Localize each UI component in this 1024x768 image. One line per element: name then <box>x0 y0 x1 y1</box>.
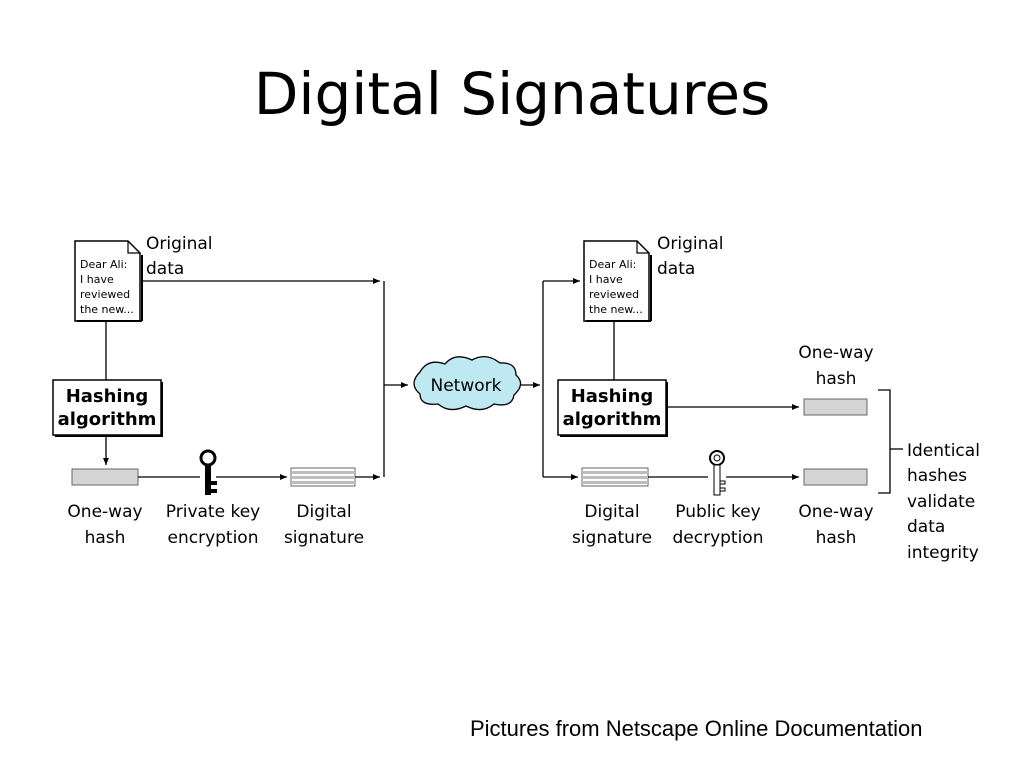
identical-note-line: data <box>907 517 945 537</box>
one-way-hash-label: One-way <box>798 343 873 363</box>
public-key-decryption-label: decryption <box>672 528 763 548</box>
original-data-label: Original <box>657 234 724 254</box>
one-way-hash-label: hash <box>816 369 857 389</box>
original-data-label: data <box>657 259 695 279</box>
identical-note-line: integrity <box>907 543 979 563</box>
left-hashing-algorithm-box: Hashing algorithm <box>52 379 163 437</box>
right-digital-signature-bar <box>581 467 649 487</box>
one-way-hash-label: hash <box>816 528 857 548</box>
identical-note-line: Identical <box>907 441 980 461</box>
one-way-hash-label: One-way <box>67 502 142 522</box>
doc-line: Dear Ali: <box>80 258 127 271</box>
left-digital-signature-bar <box>290 467 356 487</box>
hashing-label: Hashing <box>571 386 654 407</box>
digital-signature-label: signature <box>572 528 652 548</box>
network-label: Network <box>431 376 502 396</box>
comparison-bracket <box>878 389 891 494</box>
private-key-encryption-label: encryption <box>168 528 259 548</box>
doc-line: the new... <box>589 303 643 316</box>
public-key-icon <box>709 450 726 496</box>
page-title: Digital Signatures <box>253 60 771 128</box>
digital-signature-label: signature <box>284 528 364 548</box>
identical-note-line: hashes <box>907 466 967 486</box>
hashing-label: Hashing <box>66 386 149 407</box>
doc-line: the new... <box>80 303 134 316</box>
private-key-icon <box>199 449 217 495</box>
left-original-document: Dear Ali: I have reviewed the new... <box>74 240 143 322</box>
identical-note-line: validate <box>907 492 975 512</box>
one-way-hash-label: hash <box>85 528 126 548</box>
hashing-label: algorithm <box>563 409 662 430</box>
digital-signature-label: Digital <box>584 502 639 522</box>
right-one-way-hash-bar-bottom <box>803 468 868 486</box>
network-cloud-icon: Network <box>413 356 522 411</box>
one-way-hash-label: One-way <box>798 502 873 522</box>
private-key-encryption-label: Private key <box>166 502 260 522</box>
doc-line: I have <box>80 273 114 286</box>
right-original-document: Dear Ali: I have reviewed the new... <box>583 240 652 322</box>
right-hashing-algorithm-box: Hashing algorithm <box>557 379 668 437</box>
hashing-label: algorithm <box>58 409 157 430</box>
doc-line: Dear Ali: <box>589 258 636 271</box>
source-credit: Pictures from Netscape Online Documentat… <box>470 716 923 741</box>
left-one-way-hash-bar <box>71 468 139 486</box>
original-data-label: data <box>146 259 184 279</box>
digital-signature-label: Digital <box>296 502 351 522</box>
public-key-decryption-label: Public key <box>675 502 760 522</box>
right-one-way-hash-bar-top <box>803 398 868 416</box>
doc-line: reviewed <box>80 288 130 301</box>
original-data-label: Original <box>146 234 213 254</box>
doc-line: reviewed <box>589 288 639 301</box>
doc-line: I have <box>589 273 623 286</box>
